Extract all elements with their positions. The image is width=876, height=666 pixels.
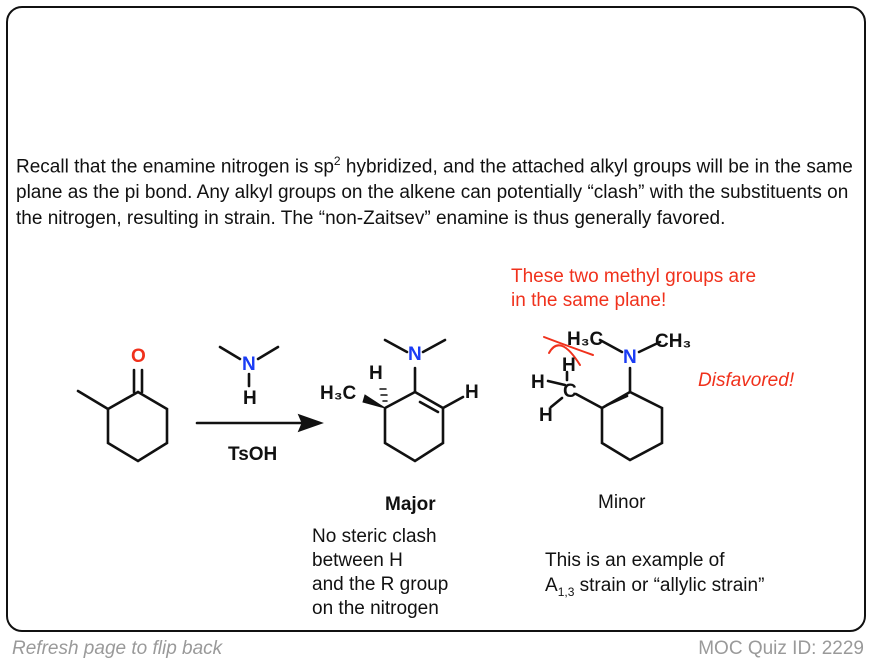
annotation-line-1: These two methyl groups are xyxy=(511,266,757,287)
refresh-hint: Refresh page to flip back xyxy=(12,638,223,659)
minor-note-2: A1,3 strain or “allylic strain” xyxy=(545,575,765,599)
minor-n-methyl-left: H₃C xyxy=(567,329,604,350)
minor-enamine xyxy=(546,338,664,462)
major-methyl: H₃C xyxy=(320,383,357,404)
reagent-label: TsOH xyxy=(228,444,278,465)
reaction-arrow xyxy=(195,413,324,433)
minor-nitrogen: N xyxy=(623,347,637,368)
clash-cross-icon xyxy=(543,336,594,366)
minor-n-methyl-right: CH₃ xyxy=(655,331,692,352)
quiz-id: MOC Quiz ID: 2229 xyxy=(698,638,864,659)
minor-carbon: C xyxy=(563,381,577,402)
minor-note-1: This is an example of xyxy=(545,550,725,571)
major-stereo-h: H xyxy=(369,363,383,384)
explanation-paragraph: Recall that the enamine nitrogen is sp2 … xyxy=(16,154,853,230)
annotation-line-2: in the same plane! xyxy=(511,290,667,311)
major-enamine xyxy=(362,338,465,463)
disfavored-label: Disfavored! xyxy=(698,370,795,391)
dimethylamine xyxy=(218,345,280,388)
minor-h-top: H xyxy=(562,355,576,376)
amine-hydrogen: H xyxy=(243,388,257,409)
methylcyclohexanone xyxy=(76,368,169,463)
major-label: Major xyxy=(385,494,436,515)
minor-label: Minor xyxy=(598,492,646,513)
major-vinyl-h: H xyxy=(465,382,479,403)
minor-h-bottom: H xyxy=(539,405,553,426)
oxygen-atom: O xyxy=(131,346,146,367)
major-nitrogen: N xyxy=(408,344,422,365)
amine-nitrogen: N xyxy=(242,354,256,375)
minor-h-left: H xyxy=(531,372,545,393)
flashcard[interactable] xyxy=(6,6,866,632)
